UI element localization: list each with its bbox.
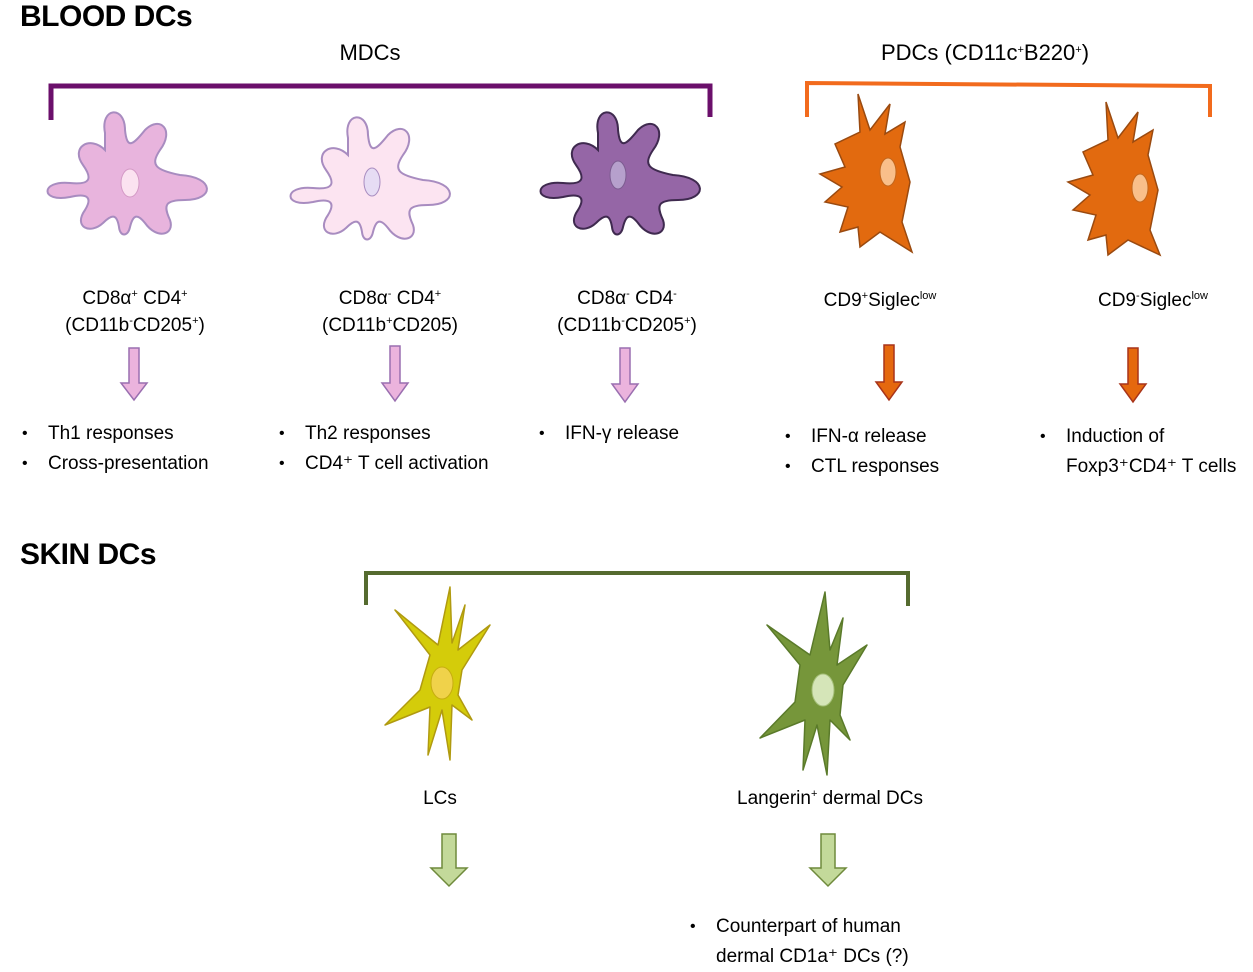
langerin-dermal-dc-functions: Counterpart of human dermal CD1a⁺ DCs (?… (688, 912, 909, 972)
label-sup: + (192, 315, 199, 327)
label-sup: - (626, 288, 630, 300)
label-part: CD205 (392, 315, 452, 336)
function-item: CD4⁺ T cell activation (277, 449, 489, 479)
mdc-double-neg-label: CD8α- CD4- (CD11b-CD205+) (522, 285, 732, 339)
pdcs-label-part: ) (1081, 40, 1090, 65)
lcs-label: LCs (380, 785, 500, 812)
label-part: CD8α (82, 288, 132, 309)
label-part: (CD11b (322, 315, 387, 336)
label-sup: + (861, 290, 869, 302)
label-sup: + (131, 288, 138, 300)
label-part: CD205 (624, 315, 685, 336)
mdcs-bracket (48, 83, 713, 120)
arrow-down-icon (874, 344, 904, 402)
label-sup: - (621, 315, 625, 327)
mdc-double-neg-functions: IFN-γ release (537, 419, 679, 449)
label-sup: low (919, 290, 937, 302)
arrow-down-icon (1118, 347, 1148, 404)
arrow-down-icon (808, 833, 848, 888)
pdcs-label-part: B220 (1023, 40, 1076, 65)
label-part: LCs (423, 788, 457, 809)
arrow-down-icon (429, 833, 469, 888)
arrow-down-icon (380, 345, 410, 403)
pdc-cd9neg-label: CD9-Sigleclow (1068, 287, 1238, 314)
label-part: CD4 (391, 288, 435, 309)
label-sup: + (386, 315, 393, 327)
function-item-continuation: Foxp3⁺CD4⁺ T cells (1038, 452, 1236, 482)
pdc-cd9pos-functions: IFN-α release CTL responses (783, 422, 939, 482)
label-sup: + (684, 315, 691, 327)
label-sup: + (434, 288, 442, 300)
pdc-cd9neg-cell-icon (1066, 101, 1162, 257)
skin-dcs-title: SKIN DCs (20, 538, 157, 571)
arrow-down-icon (610, 347, 640, 404)
label-part: (CD11b (65, 315, 130, 336)
label-sup: low (1191, 290, 1208, 302)
label-part: (CD11b (557, 315, 622, 336)
function-item-continuation: dermal CD1a⁺ DCs (?) (688, 942, 909, 972)
langerin-dermal-dcs-label: Langerin+ dermal DCs (700, 785, 960, 812)
label-part: CD4 (629, 288, 674, 309)
label-part: Langerin (737, 788, 811, 809)
label-sup: - (1136, 290, 1140, 302)
label-part: CD205 (132, 315, 193, 336)
lc-cell-icon (384, 586, 491, 761)
pdc-cd9neg-functions: Induction of Foxp3⁺CD4⁺ T cells (1038, 422, 1236, 482)
function-item-text: Foxp3⁺CD4⁺ T cells (1066, 456, 1237, 477)
label-sup: - (129, 315, 133, 327)
label-part: CD9 (1098, 290, 1137, 311)
function-item: CTL responses (783, 452, 939, 482)
function-item: Th2 responses (277, 419, 489, 449)
mdc-cd8neg-cd4pos-functions: Th2 responses CD4⁺ T cell activation (277, 419, 489, 479)
pdcs-label-part: PDCs (CD11c (880, 40, 1018, 65)
label-sup: - (387, 288, 392, 300)
function-item: Induction of (1038, 422, 1236, 452)
label-part: CD4 (137, 288, 182, 309)
mdc-cd8neg-cd4pos-label: CD8α- CD4+ (CD11b+CD205) (285, 285, 495, 339)
mdc-cd8pos-functions: Th1 responses Cross-presentation (20, 419, 209, 479)
label-part: CD9 (823, 290, 862, 311)
mdc-cd8pos-label: CD8α+ CD4+ (CD11b-CD205+) (30, 285, 240, 339)
mdc-cd8neg-cd4pos-cell-icon (289, 116, 451, 241)
function-item: Cross-presentation (20, 449, 209, 479)
pdc-cd9pos-label: CD9+Sigleclow (795, 287, 965, 314)
function-item: IFN-α release (783, 422, 939, 452)
label-part: ) (198, 315, 205, 336)
arrow-down-icon (119, 347, 149, 402)
label-part: CD8α (338, 288, 388, 309)
function-item: Th1 responses (20, 419, 209, 449)
label-sup: + (181, 288, 188, 300)
langerin-dermal-dc-cell-icon (759, 591, 868, 776)
skin-dcs-bracket (364, 571, 910, 606)
mdc-double-neg-cell-icon (539, 111, 701, 236)
label-sup: + (810, 788, 818, 800)
function-item-text: dermal CD1a⁺ DCs (?) (716, 946, 909, 967)
mdc-cd8pos-cell-icon (46, 111, 208, 236)
label-sup: - (673, 288, 677, 300)
pdcs-label-sup: + (1075, 44, 1082, 56)
label-part: CD8α (577, 288, 627, 309)
label-part: ) (451, 315, 458, 336)
pdcs-bracket (805, 80, 1212, 117)
pdc-cd9pos-cell-icon (818, 93, 914, 254)
pdcs-label-sup: + (1017, 44, 1024, 56)
label-part: Siglec (868, 290, 920, 311)
function-item: IFN-γ release (537, 419, 679, 449)
label-part: ) (690, 315, 697, 336)
blood-dcs-title: BLOOD DCs (20, 0, 193, 33)
pdcs-label: PDCs (CD11c+B220+) (820, 40, 1150, 66)
function-item: Counterpart of human (688, 912, 909, 942)
label-part: dermal DCs (817, 788, 923, 809)
label-part: Siglec (1139, 290, 1192, 311)
mdcs-label: MDCs (339, 40, 401, 65)
